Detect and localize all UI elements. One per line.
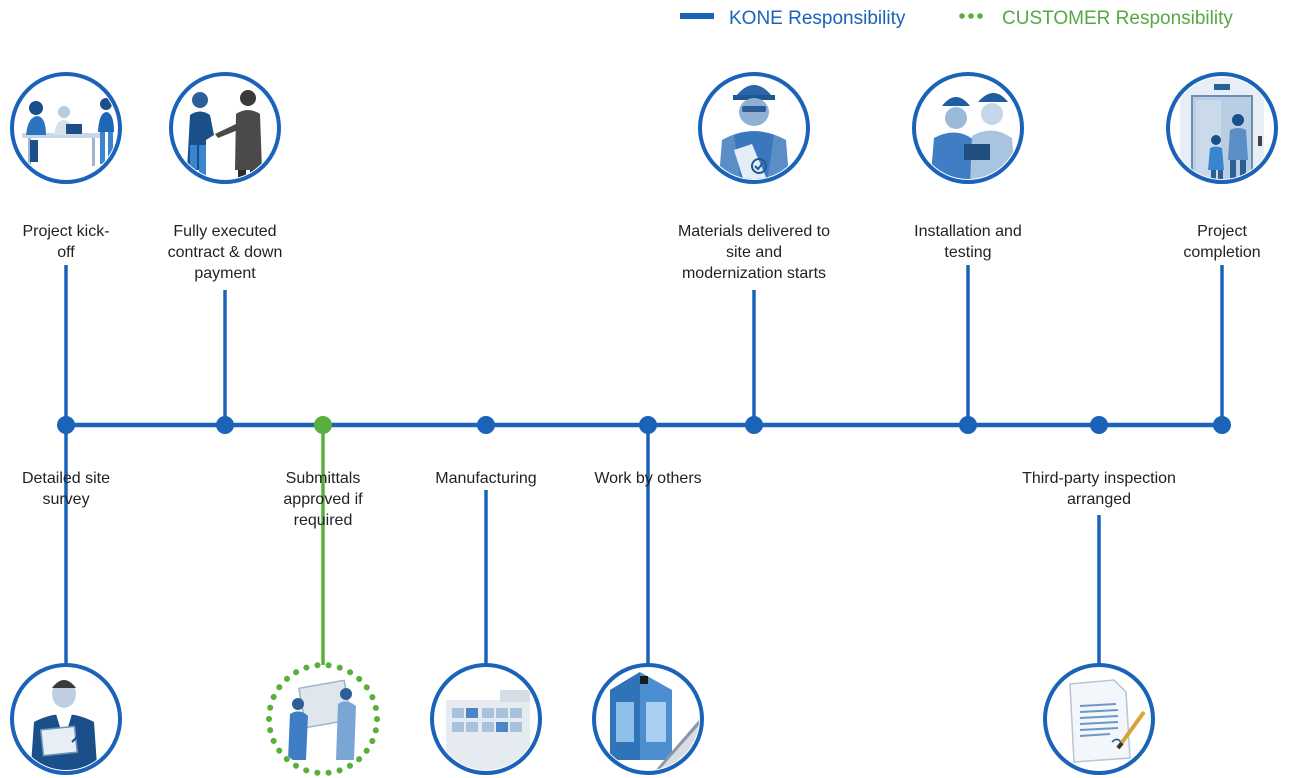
legend-customer-label: CUSTOMER Responsibility	[1002, 8, 1233, 29]
label-manufacturing: Manufacturing	[435, 470, 537, 487]
node-manufacturing	[477, 416, 495, 434]
escalator-building-icon	[592, 663, 704, 775]
elevator-passengers-icon	[1166, 72, 1278, 184]
label-contract-payment: Fully executed contract & down payment	[167, 223, 283, 282]
node-installation	[959, 416, 977, 434]
node-inspection	[1090, 416, 1108, 434]
factory-icon	[430, 663, 542, 775]
node-materials	[745, 416, 763, 434]
handshake-icon	[169, 72, 281, 184]
label-work-by-others: Work by others	[594, 470, 702, 487]
signed-document-icon	[1043, 663, 1155, 775]
node-completion	[1213, 416, 1231, 434]
label-site-survey: Detailed site survey	[21, 470, 111, 508]
label-project-kickoff: Project kick- off	[22, 223, 110, 261]
people-carrying-panel-icon	[266, 662, 380, 776]
node-submittals	[314, 416, 332, 434]
node-work	[639, 416, 657, 434]
node-contract	[216, 416, 234, 434]
label-project-completion: Project completion	[1183, 223, 1261, 261]
label-submittals: Submittals approved if required	[283, 470, 363, 529]
legend-kone-label: KONE Responsibility	[729, 8, 906, 29]
legend-kone-swatch	[680, 13, 714, 19]
label-third-party-inspection: Third-party inspection arranged	[1022, 470, 1176, 508]
label-materials-delivered: Materials delivered to site and moderniz…	[677, 223, 831, 282]
bottom-connectors	[64, 425, 1101, 668]
top-connectors	[64, 265, 1224, 425]
worker-checklist-icon	[698, 72, 810, 184]
meeting-icon	[10, 72, 122, 184]
surveyor-icon	[10, 663, 122, 775]
technicians-icon	[912, 72, 1024, 184]
label-installation-testing: Installation and testing	[914, 223, 1022, 261]
legend-customer-swatch	[959, 13, 983, 19]
node-survey	[57, 416, 75, 434]
timeline-nodes	[57, 416, 1231, 434]
